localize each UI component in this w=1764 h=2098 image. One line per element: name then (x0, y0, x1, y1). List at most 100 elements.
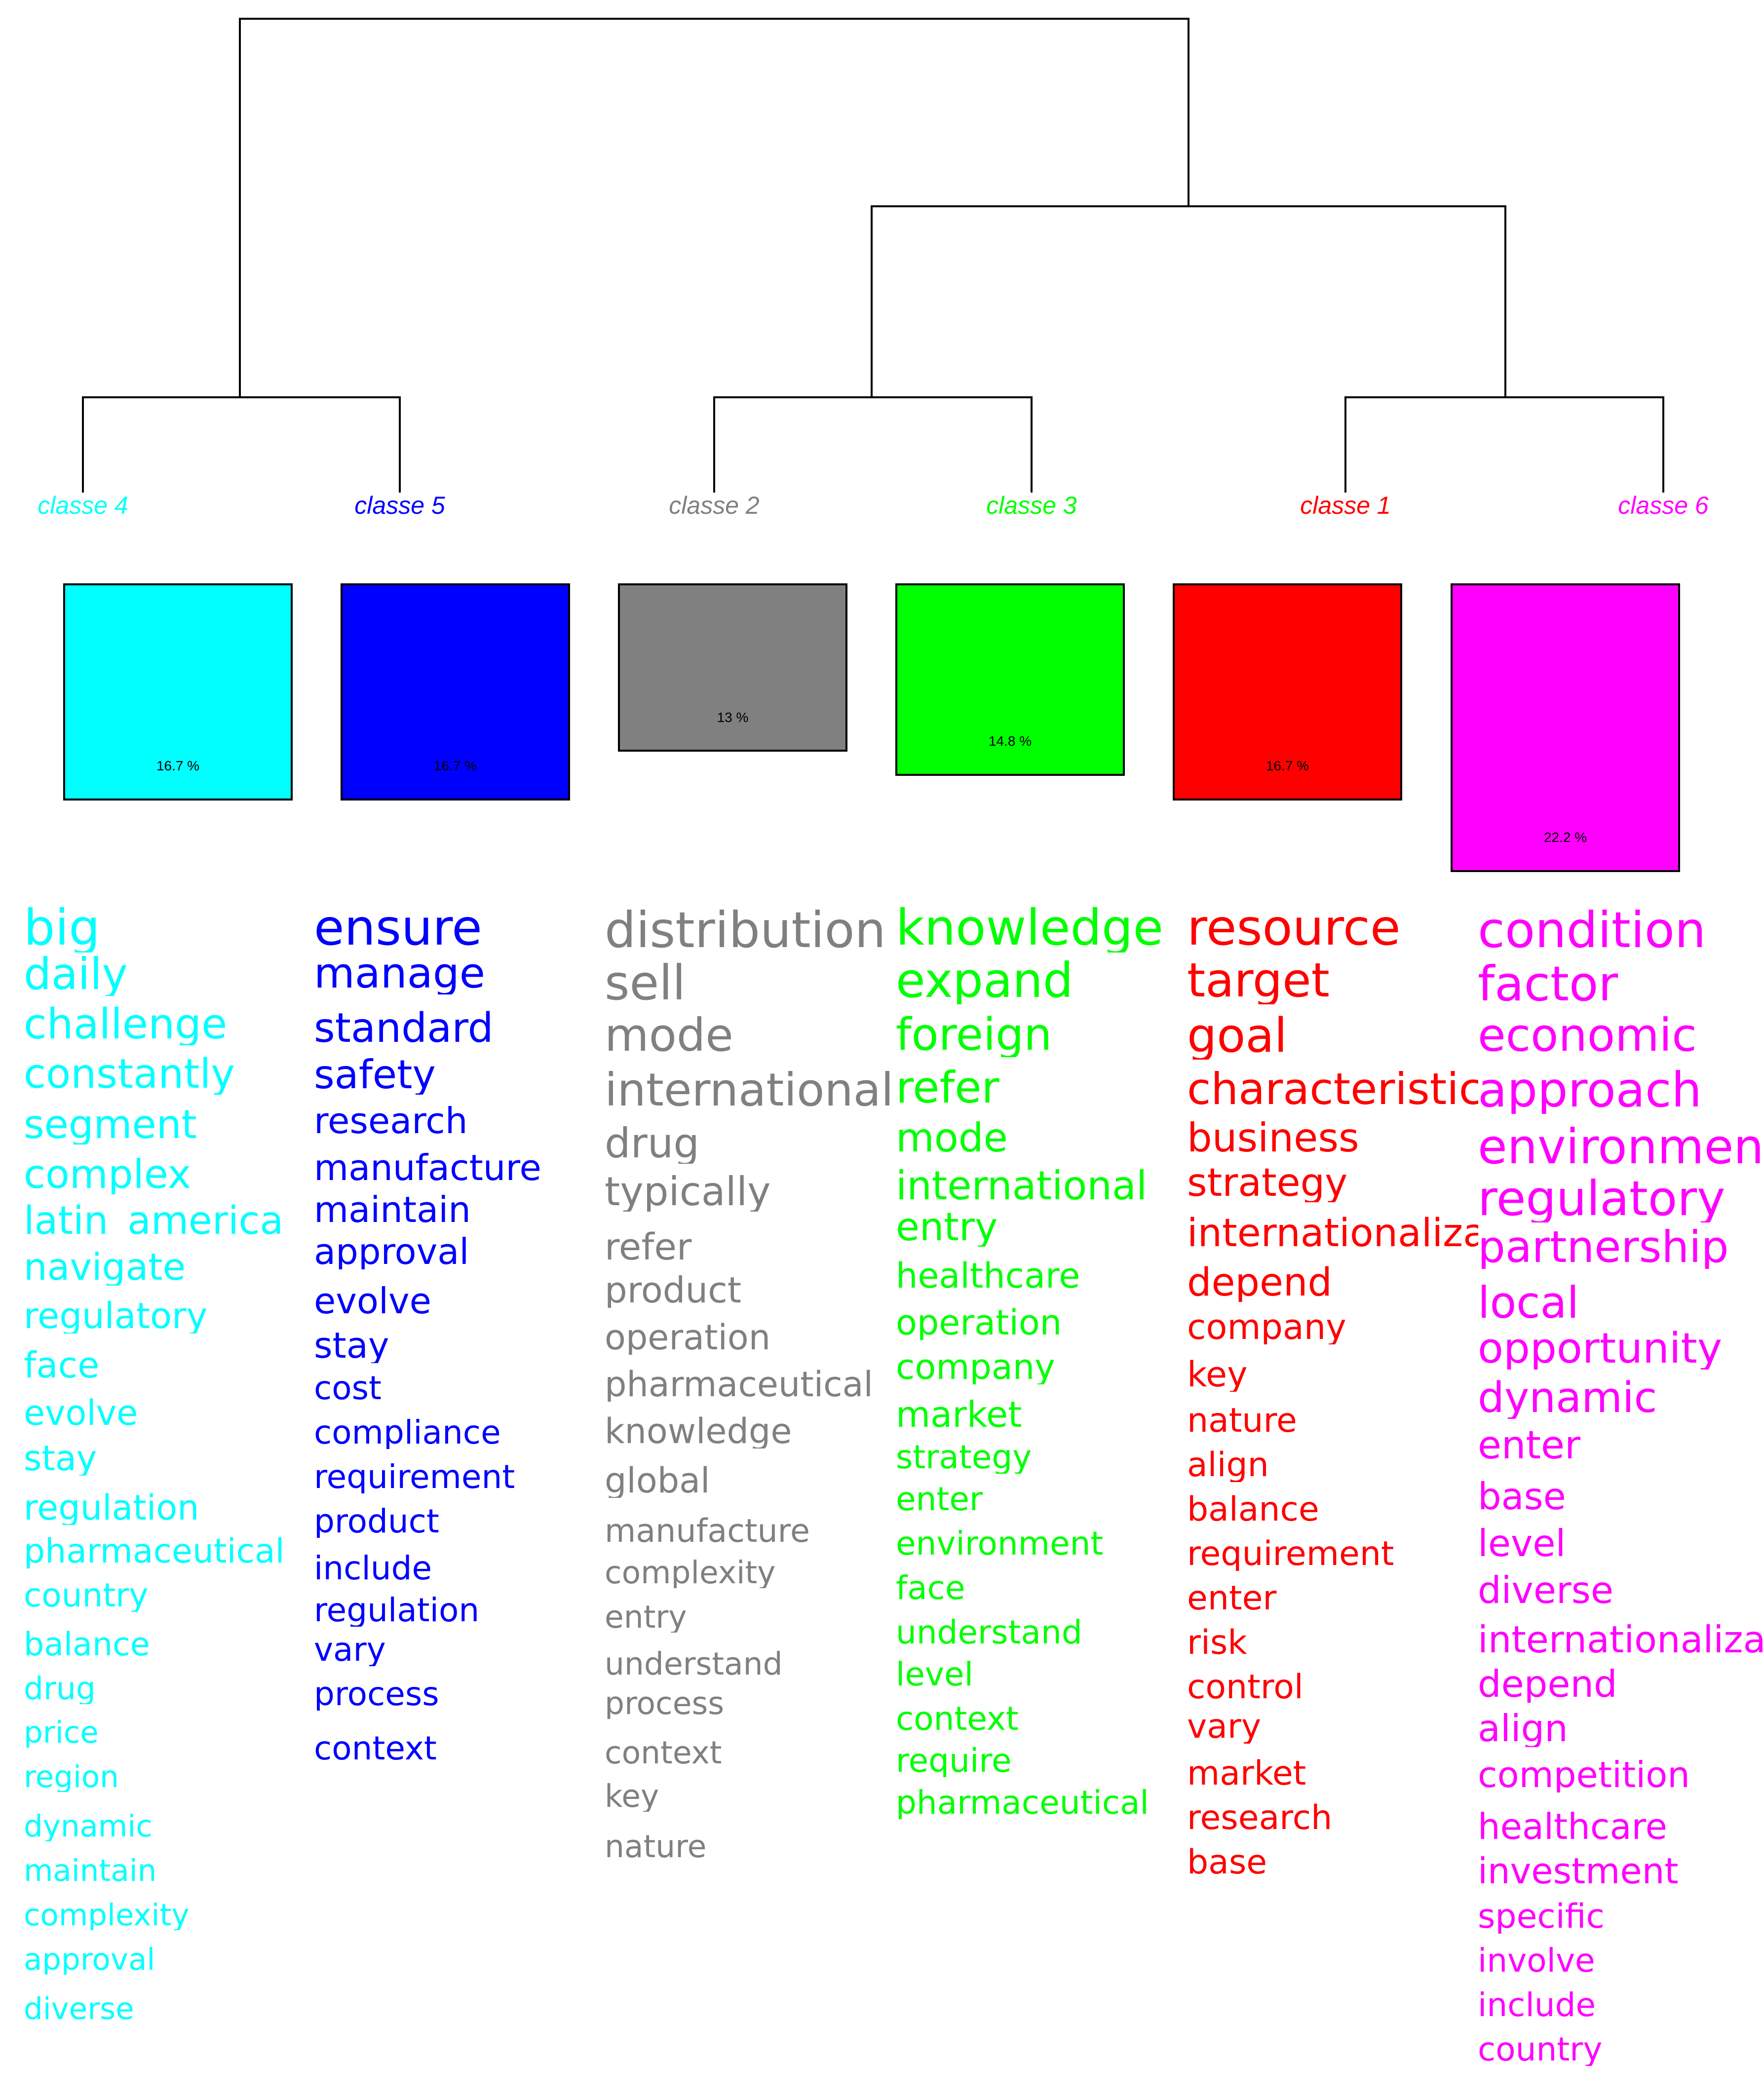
word-classe_5-evolve: evolve (314, 1283, 431, 1319)
dendrogram-branch-2-3 (713, 396, 1033, 493)
word-classe_3-operation: operation (896, 1305, 1062, 1340)
word-classe_3-expand: expand (896, 956, 1074, 1004)
class-label-1: classe 1 (1300, 492, 1391, 519)
word-classe_3-pharmaceutical: pharmaceutical (896, 1787, 1149, 1819)
dendrogram-branch-4-5 (82, 396, 401, 493)
word-classe_6-diverse: diverse (1478, 1572, 1614, 1609)
word-classe_2-typically: typically (605, 1172, 771, 1212)
word-classe_6-include: include (1478, 1989, 1596, 2022)
word-classe_4-latin_america: latin_america (24, 1202, 284, 1240)
word-classe_5-safety: safety (314, 1055, 436, 1095)
dendrogram-branch-1-6 (1344, 396, 1664, 493)
word-classe_6-opportunity: opportunity (1478, 1328, 1723, 1370)
word-classe_3-knowledge: knowledge (896, 903, 1164, 953)
word-classe_2-refer: refer (605, 1229, 692, 1265)
word-classe_2-mode: mode (605, 1013, 733, 1058)
word-classe_1-key: key (1187, 1357, 1248, 1392)
word-classe_1-vary: vary (1187, 1710, 1262, 1744)
word-classe_5-compliance: compliance (314, 1416, 501, 1449)
word-classe_3-foreign: foreign (896, 1013, 1052, 1057)
word-classe_1-enter: enter (1187, 1582, 1277, 1615)
word-classe_1-nature: nature (1187, 1404, 1297, 1438)
word-classe_2-manufacture: manufacture (605, 1515, 810, 1547)
word-classe_3-environment: environment (896, 1527, 1104, 1560)
word-classe_1-research: research (1187, 1801, 1333, 1835)
word-classe_5-stay: stay (314, 1328, 389, 1363)
word-classe_2-operation: operation (605, 1320, 771, 1355)
word-classe_3-market: market (896, 1397, 1022, 1432)
word-classe_3-require: require (896, 1745, 1012, 1777)
class-label-2: classe 2 (669, 492, 760, 519)
word-classe_5-ensure: ensure (314, 903, 482, 953)
word-classe_6-dynamic: dynamic (1478, 1377, 1657, 1419)
word-classe_1-risk: risk (1187, 1626, 1247, 1660)
word-classe_6-condition: condition (1478, 906, 1706, 955)
word-classe_6-enter: enter (1478, 1426, 1581, 1465)
word-classe_4-big: big (24, 903, 100, 953)
word-classe_1-base: base (1187, 1846, 1267, 1879)
word-classe_3-enter: enter (896, 1483, 983, 1516)
class-box-2: 13 % (618, 583, 847, 752)
word-classe_4-balance: balance (24, 1629, 150, 1661)
word-classe_5-context: context (314, 1732, 437, 1765)
class-percent-4: 16.7 % (156, 758, 200, 773)
word-classe_4-diverse: diverse (24, 1994, 134, 2024)
word-classe_1-requirement: requirement (1187, 1537, 1394, 1571)
word-classe_6-partnership: partnership (1478, 1225, 1729, 1269)
word-classe_5-include: include (314, 1552, 432, 1585)
word-classe_4-approval: approval (24, 1945, 155, 1975)
class-box-5: 16.7 % (341, 583, 570, 801)
word-classe_6-local: local (1478, 1281, 1579, 1325)
word-classe_3-context: context (896, 1703, 1019, 1735)
word-classe_6-internationalization: internationalization (1478, 1621, 1764, 1658)
word-classe_4-maintain: maintain (24, 1856, 157, 1886)
word-classe_2-process: process (605, 1688, 725, 1719)
word-classe_1-resource: resource (1187, 903, 1401, 953)
word-classe_2-complexity: complexity (605, 1557, 776, 1588)
word-classe_4-navigate: navigate (24, 1249, 186, 1286)
word-classe_4-regulatory: regulatory (24, 1298, 208, 1334)
class-box-4: 16.7 % (63, 583, 293, 801)
word-classe_2-knowledge: knowledge (605, 1414, 792, 1449)
word-classe_5-manage: manage (314, 953, 486, 994)
class-percent-2: 13 % (717, 710, 749, 725)
word-classe_1-control: control (1187, 1671, 1304, 1704)
word-classe_2-entry: entry (605, 1602, 687, 1633)
word-classe_3-face: face (896, 1572, 965, 1604)
word-classe_4-constantly: constantly (24, 1054, 235, 1095)
dendrogram-branch-23-16 (871, 205, 1506, 397)
word-classe_5-regulation: regulation (314, 1594, 480, 1627)
class-label-3: classe 3 (986, 492, 1077, 519)
word-classe_1-target: target (1187, 957, 1330, 1004)
word-classe_2-context: context (605, 1737, 722, 1768)
dendrogram (82, 18, 1664, 493)
word-classe_4-complexity: complexity (24, 1900, 190, 1930)
word-classe_3-company: company (896, 1350, 1055, 1384)
word-classe_6-factor: factor (1478, 960, 1618, 1008)
word-classe_2-understand: understand (605, 1648, 783, 1679)
word-classe_4-face: face (24, 1347, 100, 1383)
class-label-5: classe 5 (354, 492, 445, 519)
word-classe_5-vary: vary (314, 1634, 386, 1666)
word-classe_4-daily: daily (24, 953, 128, 996)
word-classe_3-understand: understand (896, 1616, 1082, 1649)
word-classe_4-region: region (24, 1762, 119, 1792)
word-classe_2-international: international (605, 1068, 894, 1113)
word-classe_6-level: level (1478, 1525, 1566, 1562)
word-classe_5-research: research (314, 1103, 468, 1139)
word-classe_1-depend: depend (1187, 1263, 1332, 1302)
word-classe_3-entry: entry (896, 1208, 998, 1247)
word-classe_1-company: company (1187, 1310, 1346, 1344)
word-classe_5-process: process (314, 1678, 439, 1711)
class-percent-3: 14.8 % (988, 733, 1032, 749)
dendrogram-branch-root (239, 18, 1189, 397)
word-classe_1-strategy: strategy (1187, 1164, 1348, 1202)
class-percent-1: 16.7 % (1265, 758, 1309, 773)
word-classe_4-regulation: regulation (24, 1490, 199, 1525)
class-box-6: 22.2 % (1451, 583, 1680, 872)
word-classe_4-pharmaceutical: pharmaceutical (24, 1535, 285, 1568)
